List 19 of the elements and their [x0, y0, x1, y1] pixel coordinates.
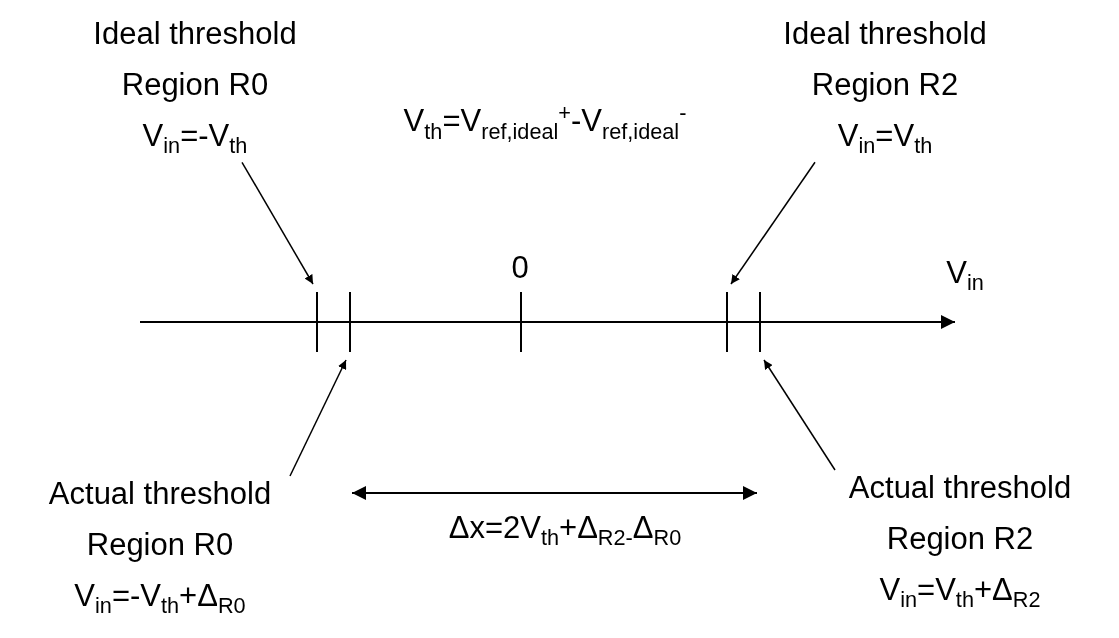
arrow: [241, 161, 314, 285]
threshold-equation: V$_{in}$=V$_{th}$+Δ$_{R2}$: [878, 571, 1042, 615]
axis-label: V$_{in}$: [946, 255, 984, 297]
arrow: [289, 359, 347, 477]
threshold-equation: V$_{in}$=V$_{th}$: [836, 117, 934, 161]
threshold-title: Ideal threshold Region R2: [782, 15, 988, 105]
threshold-tick: [726, 292, 728, 352]
threshold-tick: [349, 292, 351, 352]
threshold-equation: V$_{in}$=-V$_{th}$: [141, 117, 249, 161]
arrow: [763, 359, 836, 471]
formula: Δx=2V$_{th}$+Δ$_{R2-}$Δ$_{R0}$: [448, 510, 682, 552]
arrow: [730, 161, 816, 285]
threshold-tick: [759, 292, 761, 352]
axis-tick-label: 0: [511, 250, 529, 286]
threshold-title: Actual threshold Region R0: [47, 475, 273, 565]
threshold-tick: [316, 292, 318, 352]
threshold-title: Ideal threshold Region R0: [92, 15, 298, 105]
threshold-title: Actual threshold Region R2: [847, 469, 1073, 559]
threshold-equation: V$_{in}$=-V$_{th}$+Δ$_{R0}$: [73, 577, 247, 621]
